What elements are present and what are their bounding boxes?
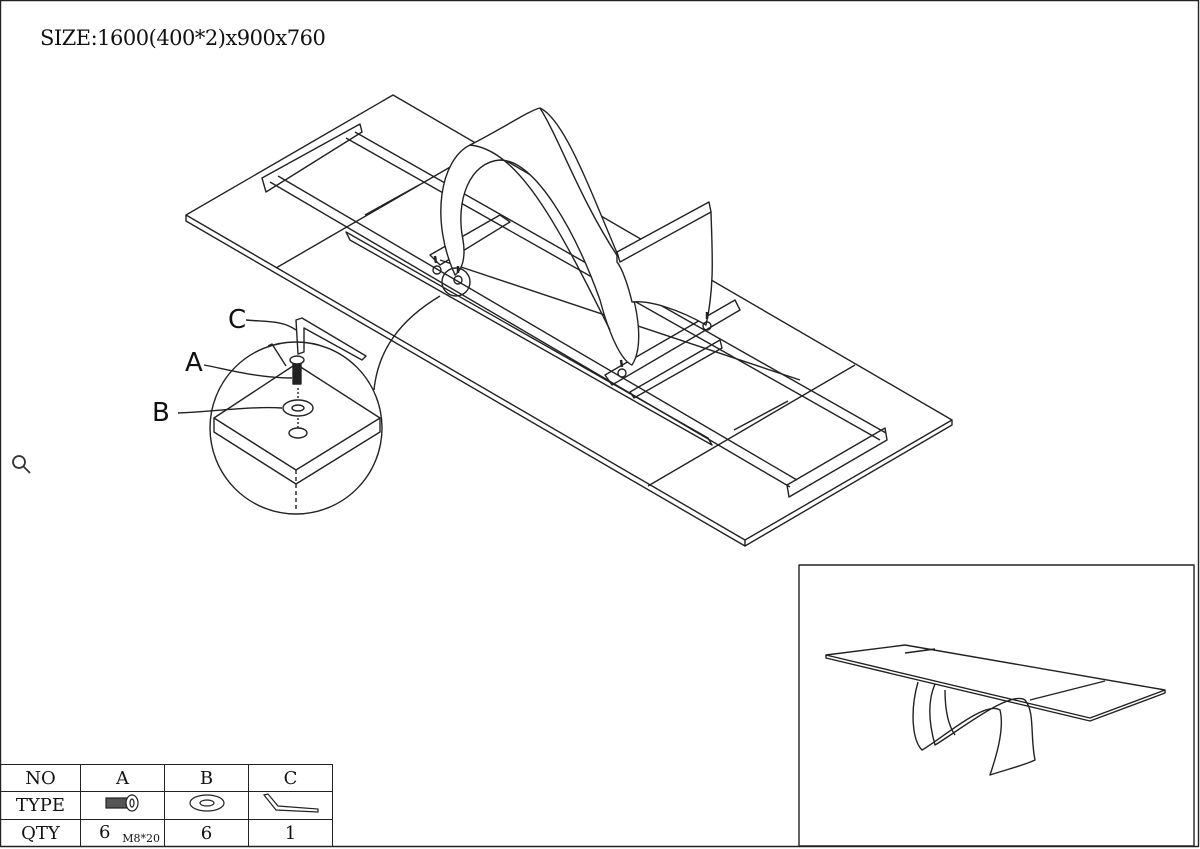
- qty-b: 6: [164, 819, 249, 847]
- qty-c: 1: [248, 819, 333, 847]
- table-top: [185, 94, 953, 547]
- frame-bolts: [432, 255, 712, 378]
- header-c: C: [248, 764, 333, 792]
- wave-pedestal: [440, 107, 713, 366]
- type-c-cell: [248, 791, 333, 820]
- table-row: NO A B C: [0, 764, 333, 792]
- spec-a: M8*20: [122, 832, 160, 845]
- table-row: TYPE: [0, 791, 333, 820]
- inset-assembled-view: [798, 564, 1195, 847]
- washer-icon: [188, 794, 225, 812]
- header-no: NO: [0, 764, 81, 792]
- header-a: A: [80, 764, 165, 792]
- table-row: QTY 6 M8*20 6 1: [0, 819, 333, 847]
- magnifier-icon[interactable]: [10, 453, 32, 475]
- type-b-cell: [164, 791, 249, 820]
- qty-a: 6: [99, 822, 111, 843]
- bolt-icon: [104, 794, 139, 812]
- callout-c: C: [228, 305, 247, 335]
- parts-table: NO A B C TYPE: [0, 764, 333, 847]
- type-label: TYPE: [0, 791, 81, 820]
- header-b: B: [164, 764, 249, 792]
- type-a-cell: [80, 791, 165, 820]
- qty-a-cell: 6 M8*20: [80, 819, 165, 847]
- callout-a: A: [185, 348, 203, 378]
- size-label: SIZE:1600(400*2)x900x760: [40, 26, 326, 50]
- qty-label: QTY: [0, 819, 81, 847]
- allen-key-icon: [262, 793, 319, 813]
- detail-circle: [177, 267, 471, 515]
- callout-b: B: [152, 398, 170, 428]
